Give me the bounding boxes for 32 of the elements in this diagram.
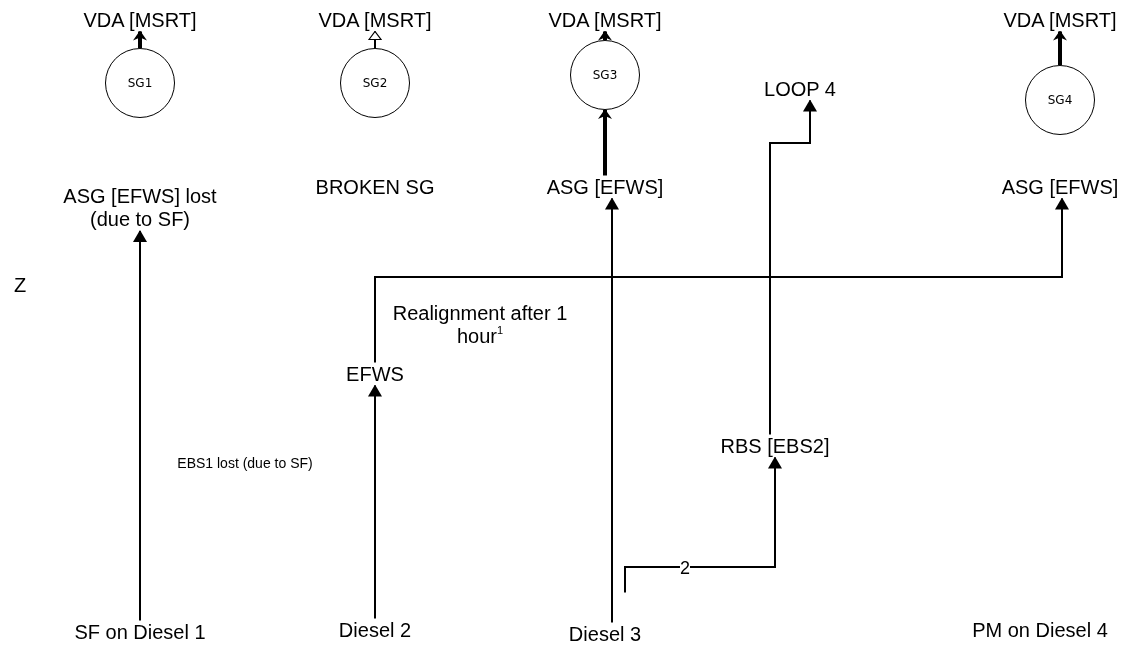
node-label: SG4 xyxy=(1047,93,1073,107)
node-label: VDA [MSRT] xyxy=(83,8,197,32)
node-label: SG2 xyxy=(362,76,388,90)
node-label: PM on Diesel 4 xyxy=(972,618,1108,642)
node-label: VDA [MSRT] xyxy=(318,8,432,32)
node-label: SF on Diesel 1 xyxy=(74,620,206,644)
arrow xyxy=(605,197,619,624)
node-label: Diesel 2 xyxy=(338,618,412,642)
node-label: ASG [EFWS] xyxy=(546,175,664,199)
arrow xyxy=(624,456,782,594)
arrow xyxy=(598,30,612,41)
node-label: Diesel 3 xyxy=(568,622,642,646)
node-label: SG3 xyxy=(592,68,618,82)
arrow xyxy=(1053,30,1067,65)
arrow xyxy=(368,384,382,620)
edge-label: EBS1 lost (due to SF) xyxy=(177,454,313,472)
node-label: ASG [EFWS] xyxy=(1001,175,1119,199)
node-label: SG1 xyxy=(127,76,153,90)
arrow xyxy=(598,109,612,176)
arrow xyxy=(769,99,817,436)
arrow xyxy=(368,30,382,49)
node-label: ASG [EFWS] lost (due to SF) xyxy=(55,185,225,231)
node-label: RBS [EBS2] xyxy=(720,434,830,458)
node-label: EFWS xyxy=(346,362,404,386)
node-label: VDA [MSRT] xyxy=(1003,8,1117,32)
arrow xyxy=(133,30,147,48)
arrow xyxy=(133,230,147,622)
arrow xyxy=(374,197,1069,364)
node-label: BROKEN SG xyxy=(315,175,435,199)
axis-label: Z xyxy=(13,273,27,297)
node-label: LOOP 4 xyxy=(764,77,836,101)
node-label: VDA [MSRT] xyxy=(548,8,662,32)
